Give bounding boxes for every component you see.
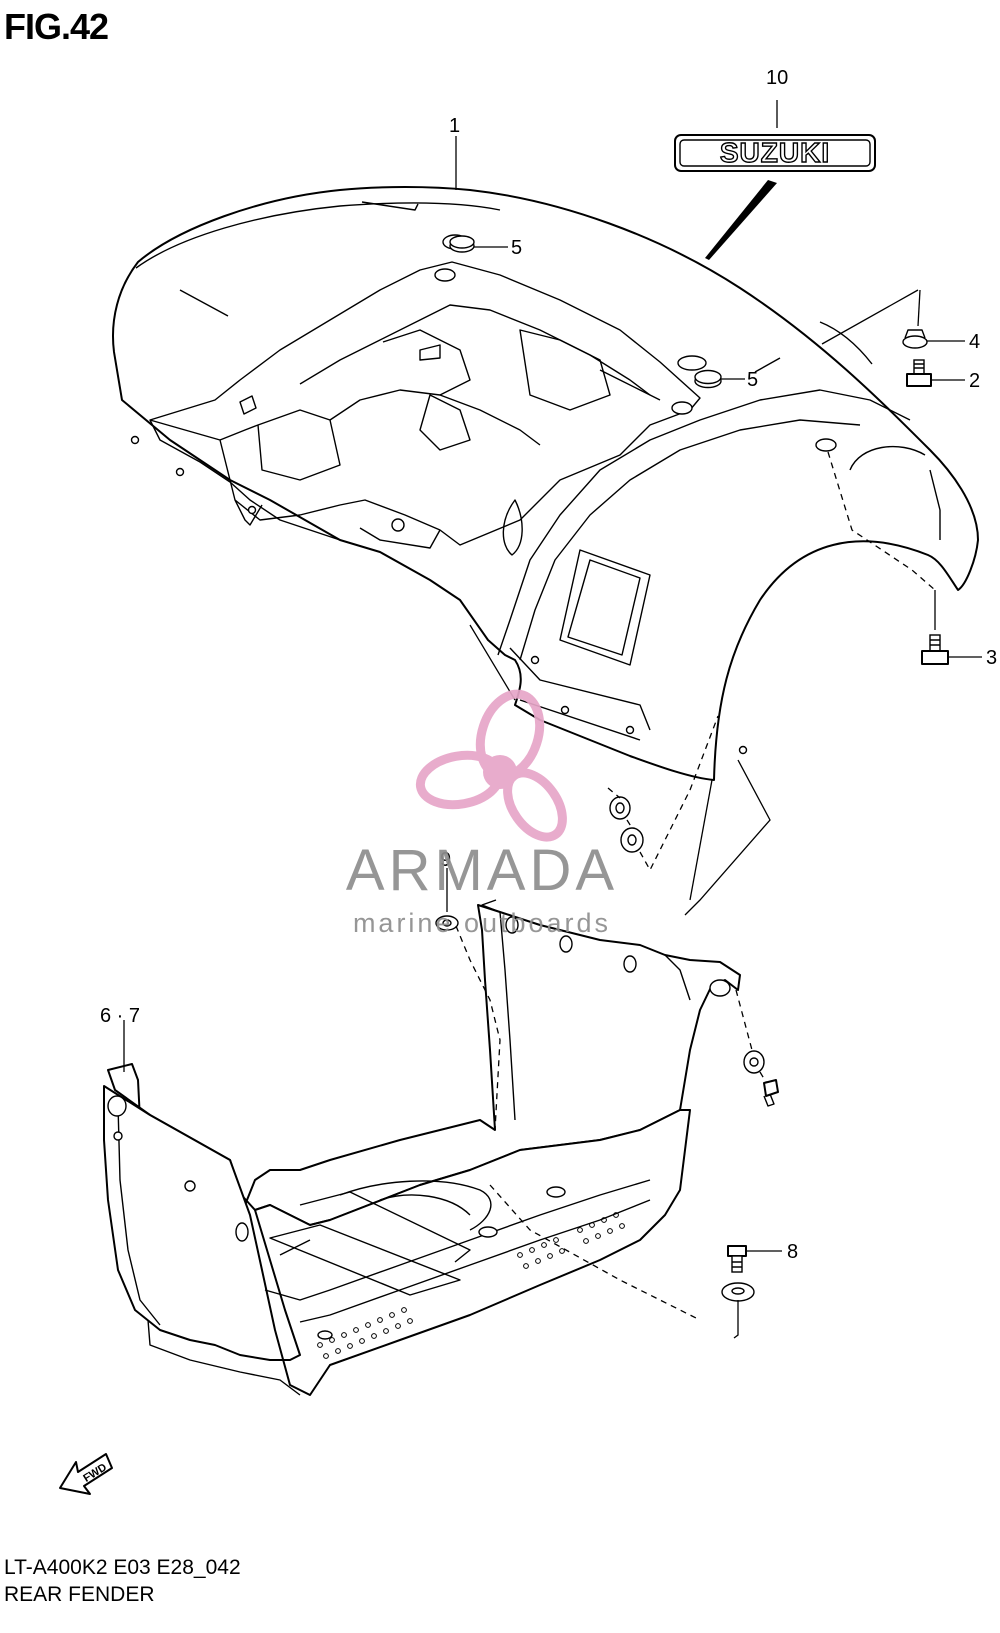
propeller-logo-icon: [415, 689, 567, 842]
guard-bolt-set[interactable]: [743, 1050, 779, 1107]
callout-6-7: 6 · 7: [100, 1005, 140, 1027]
bolt-part-3[interactable]: [921, 634, 949, 665]
suzuki-emblem-part[interactable]: SUZUKI: [674, 134, 876, 172]
callout-4: 4: [969, 331, 980, 353]
suzuki-emblem-text: SUZUKI: [720, 137, 830, 168]
callout-5a: 5: [511, 237, 522, 259]
washer-part-9[interactable]: [435, 915, 459, 931]
nut-part-4[interactable]: [902, 329, 928, 349]
assembly-line-center: [689, 779, 713, 901]
mud-guard-part[interactable]: [103, 899, 741, 1396]
callout-2: 2: [969, 370, 980, 392]
watermark-brand: ARMADA: [346, 838, 618, 903]
figure-title: FIG.42: [4, 6, 109, 47]
callout-3: 3: [986, 647, 997, 669]
callout-1: 1: [449, 115, 460, 137]
callout-8: 8: [787, 1241, 798, 1263]
callout-5b: 5: [747, 369, 758, 391]
assembly-dashed-lines: [455, 451, 936, 1321]
figure-footer: LT-A400K2 E03 E28_042 REAR FENDER: [4, 1554, 241, 1608]
callout-9: 9: [440, 849, 451, 871]
armada-watermark: ARMADA marine outboards: [346, 689, 618, 938]
assembly-line-right: [684, 759, 771, 916]
rear-fender-part[interactable]: [112, 186, 979, 781]
leader-lines: [123, 100, 982, 1339]
figure-name: REAR FENDER: [4, 1583, 155, 1606]
washer-pair[interactable]: [609, 796, 644, 853]
model-code: LT-A400K2 E03 E28_042: [4, 1556, 241, 1579]
grommet-part-5b[interactable]: [694, 369, 722, 389]
grommet-part-5a[interactable]: [449, 235, 475, 253]
bolt-part-8[interactable]: [721, 1245, 755, 1302]
callout-10: 10: [766, 67, 788, 89]
watermark-tagline: marine outboards: [353, 908, 611, 938]
assembly-line-left: [469, 624, 516, 701]
emblem-pointer-arrow: [705, 180, 777, 260]
fwd-direction-arrow: FWD: [59, 1453, 113, 1495]
bolt-part-2[interactable]: [906, 359, 932, 387]
grip-dot-pattern: [317, 1212, 625, 1359]
